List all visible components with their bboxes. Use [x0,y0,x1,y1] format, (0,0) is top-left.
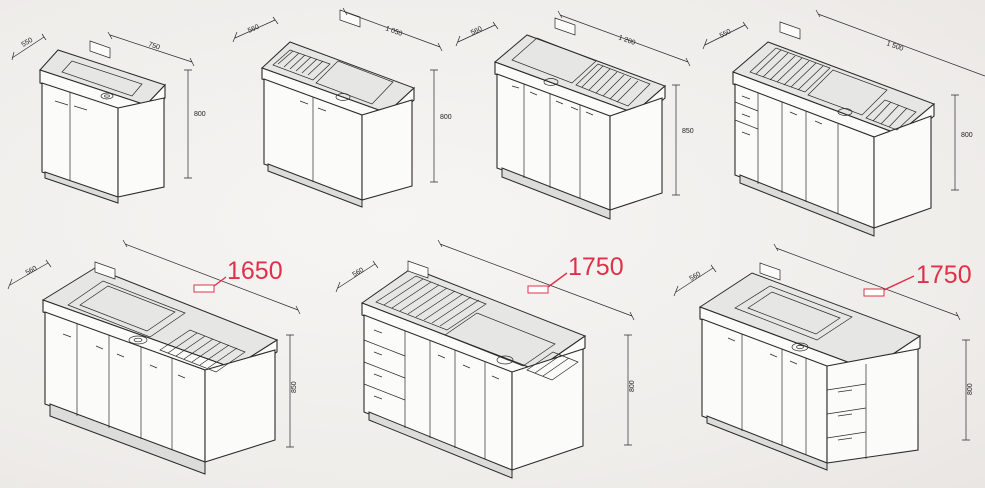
cabinet-6-height: 800 [629,380,636,392]
cabinet-2-width: 1 050 [384,25,403,38]
cabinet-3-height: 850 [682,128,694,135]
cabinet-5-depth: 560 [25,265,39,277]
cabinet-5-width-callout: 1650 [227,257,283,285]
cabinet-6-old-width-marker [527,285,549,294]
cabinet-1200: 560 1 200 850 [455,10,694,220]
cabinet-7-depth: 560 [689,271,703,283]
cabinet-1650: 560 1650 850 [7,239,301,475]
cabinet-1750-right-drawers: 560 1750 800 [673,243,974,471]
cabinet-5-height: 850 [291,381,298,393]
cabinet-6-width-callout: 1750 [568,253,624,281]
cabinet-1-width: 750 [147,41,160,51]
cabinet-5-old-width-marker [193,284,215,293]
cabinet-3-depth: 560 [470,25,484,36]
cabinet-7-width-callout: 1750 [916,261,972,289]
cabinet-7-height: 800 [967,383,974,395]
cabinet-4-height: 800 [961,132,973,139]
cabinet-2-height: 800 [440,114,452,121]
cabinet-1050: 560 1 050 800 [232,7,452,208]
cabinet-3-width: 1 200 [617,34,636,47]
cabinet-6-depth: 560 [352,267,366,279]
cabinet-750: 550 750 800 [11,31,206,204]
cabinet-1750-left-drawers: 560 1750 800 [335,239,636,479]
cabinet-1-depth: 550 [21,37,35,49]
cabinet-4-width: 1 500 [885,40,904,53]
cabinet-1-height: 800 [194,111,206,118]
cabinet-2-depth: 560 [247,23,261,34]
cabinet-1500: 550 1 500 800 [702,9,985,237]
cabinet-4-depth: 550 [719,28,733,40]
cabinet-7-old-width-marker [863,288,885,297]
